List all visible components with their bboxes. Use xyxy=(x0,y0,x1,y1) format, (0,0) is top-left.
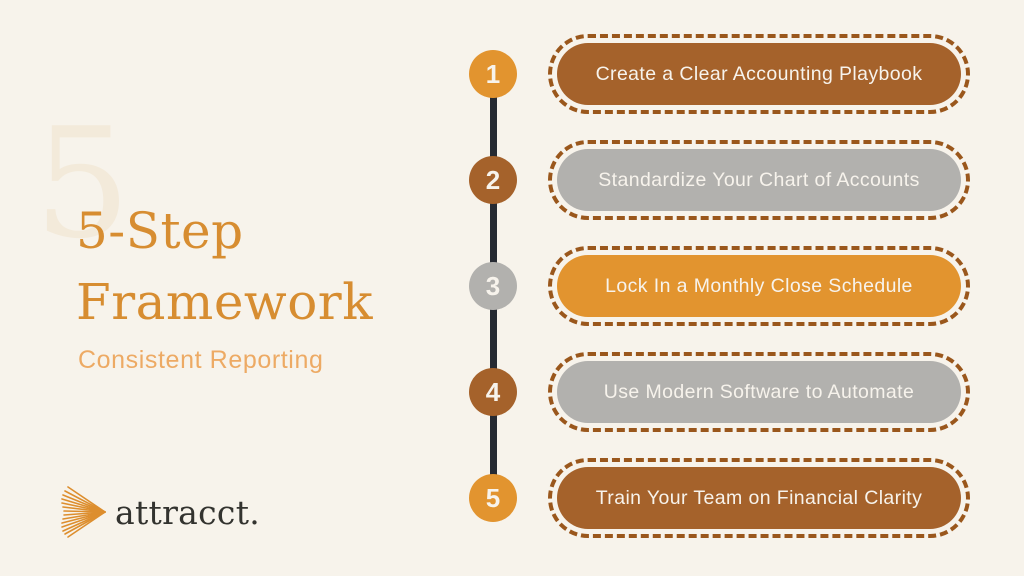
page-title-line1: 5-Step xyxy=(76,202,244,260)
step-number: 1 xyxy=(485,58,501,89)
page-title-line2: Framework xyxy=(76,273,374,331)
step-number: 5 xyxy=(485,482,501,513)
step-number: 4 xyxy=(485,376,501,407)
step-pill: Train Your Team on Financial Clarity xyxy=(548,458,970,538)
step-number-badge: 5 xyxy=(469,474,517,522)
step-number-badge: 3 xyxy=(469,262,517,310)
step-number-badge: 1 xyxy=(469,50,517,98)
watermark-digit: 5 xyxy=(34,95,131,272)
step-pill: Use Modern Software to Automate xyxy=(548,352,970,432)
step-label: Standardize Your Chart of Accounts xyxy=(598,168,920,191)
step-number-badge: 2 xyxy=(469,156,517,204)
step-number: 2 xyxy=(485,164,501,195)
wing-arrow-icon xyxy=(61,486,106,538)
page-subtitle: Consistent Reporting xyxy=(78,346,324,374)
step-label: Train Your Team on Financial Clarity xyxy=(595,486,923,509)
step-number: 3 xyxy=(485,270,501,301)
page-title: 5-Step Framework xyxy=(76,196,373,338)
step-label: Lock In a Monthly Close Schedule xyxy=(605,274,913,297)
step-row-2: 2 Standardize Your Chart of Accounts xyxy=(469,140,970,220)
step-pill: Create a Clear Accounting Playbook xyxy=(548,34,970,114)
step-pill: Lock In a Monthly Close Schedule xyxy=(548,246,970,326)
step-pill: Standardize Your Chart of Accounts xyxy=(548,140,970,220)
steps-list: 1 Create a Clear Accounting Playbook 2 S… xyxy=(469,34,970,538)
step-label: Use Modern Software to Automate xyxy=(603,380,915,403)
brand-logo: attracct. xyxy=(60,484,260,540)
step-row-4: 4 Use Modern Software to Automate xyxy=(469,352,970,432)
step-row-5: 5 Train Your Team on Financial Clarity xyxy=(469,458,970,538)
step-number-badge: 4 xyxy=(469,368,517,416)
step-row-1: 1 Create a Clear Accounting Playbook xyxy=(469,34,970,114)
step-row-3: 3 Lock In a Monthly Close Schedule xyxy=(469,246,970,326)
step-label: Create a Clear Accounting Playbook xyxy=(595,62,923,85)
brand-logo-text: attracct. xyxy=(115,492,261,532)
